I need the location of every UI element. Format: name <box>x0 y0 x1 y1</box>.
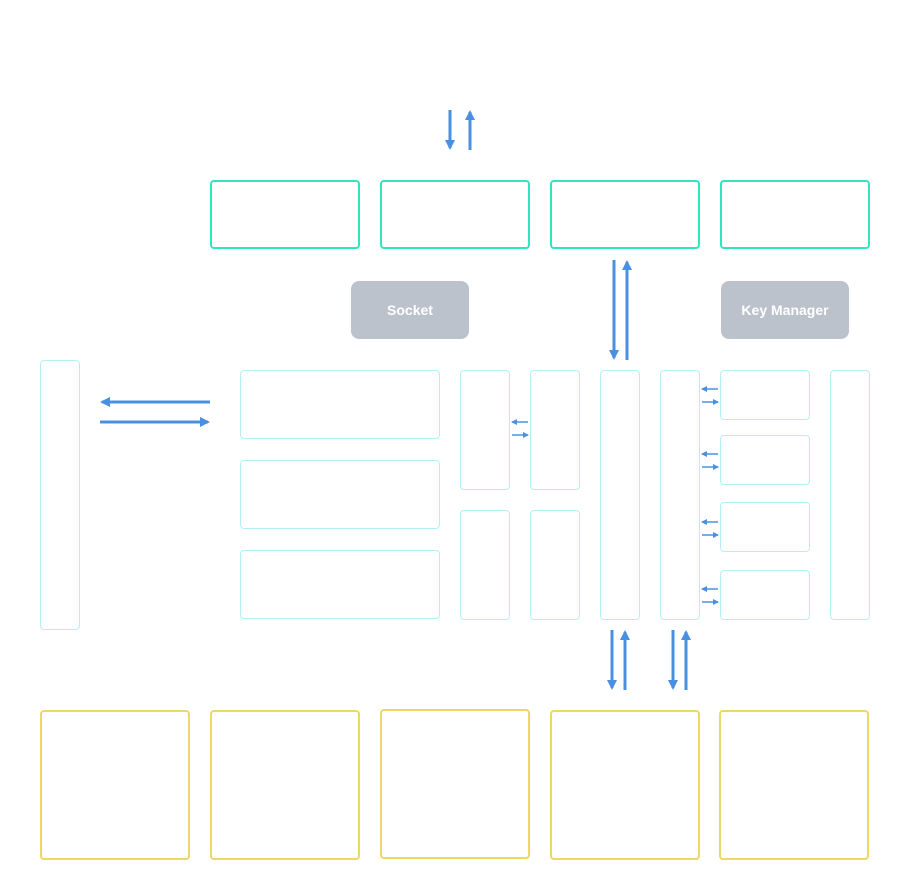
column-box-1 <box>600 370 640 620</box>
top-box-1 <box>210 180 360 249</box>
narrow-box-1 <box>460 370 510 490</box>
wide-box-3 <box>240 550 440 619</box>
small-box-2 <box>720 435 810 485</box>
top-box-2 <box>380 180 530 249</box>
wide-box-1 <box>240 370 440 439</box>
small-box-3 <box>720 502 810 552</box>
right-tall-box <box>830 370 870 620</box>
column-box-2 <box>660 370 700 620</box>
small-box-1 <box>720 370 810 420</box>
left-tall-box <box>40 360 80 630</box>
narrow-box-4 <box>530 510 580 620</box>
key-manager-label: Key Manager <box>721 281 849 339</box>
narrow-box-2 <box>530 370 580 490</box>
wide-box-2 <box>240 460 440 529</box>
bottom-box-2 <box>210 710 360 860</box>
socket-label: Socket <box>351 281 469 339</box>
bottom-box-5 <box>719 710 869 860</box>
bottom-box-4 <box>550 710 700 860</box>
small-box-4 <box>720 570 810 620</box>
bottom-box-3 <box>380 709 530 859</box>
narrow-box-3 <box>460 510 510 620</box>
top-box-4 <box>720 180 870 249</box>
bottom-box-1 <box>40 710 190 860</box>
top-box-3 <box>550 180 700 249</box>
